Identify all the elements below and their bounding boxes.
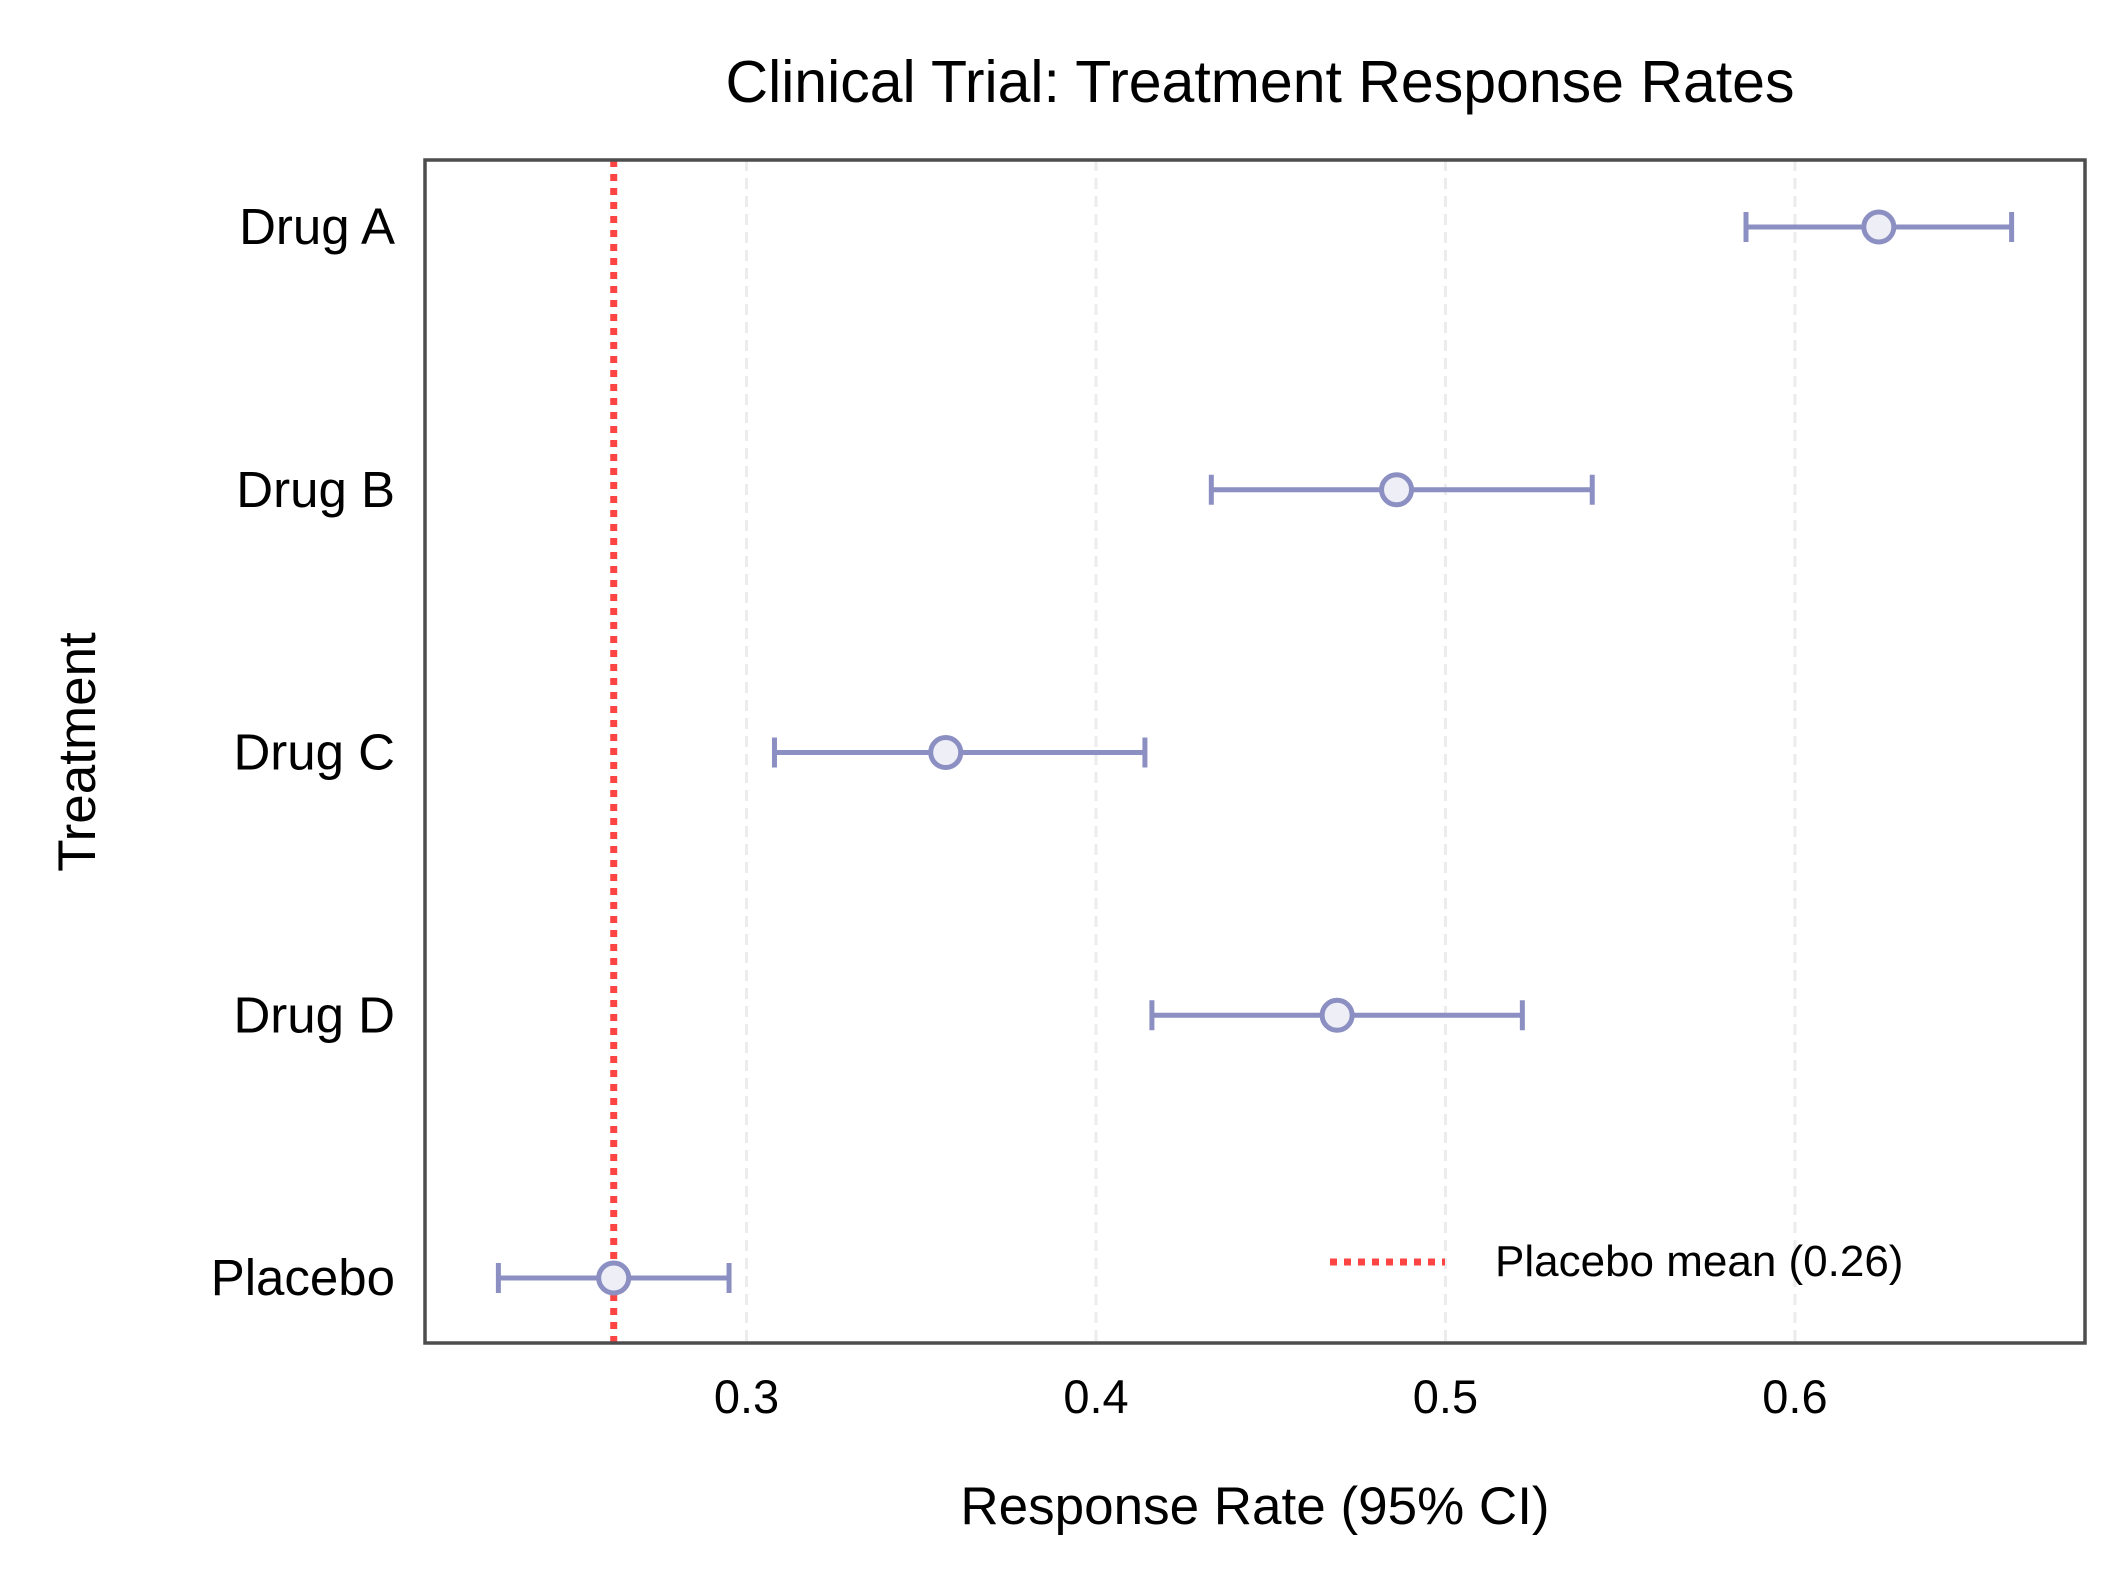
y-tick-label: Drug C — [233, 724, 395, 781]
x-tick-label: 0.3 — [714, 1370, 779, 1423]
point-estimate — [1319, 997, 1355, 1033]
plot-frame — [423, 158, 2087, 1345]
y-tick-label: Placebo — [211, 1249, 395, 1306]
x-axis-label: Response Rate (95% CI) — [960, 1477, 1549, 1536]
x-tick-label: 0.5 — [1413, 1370, 1478, 1423]
x-tick-label: 0.6 — [1762, 1370, 1827, 1423]
point-estimate — [1861, 209, 1897, 245]
point-estimate — [596, 1260, 632, 1296]
point-estimate — [928, 735, 964, 770]
y-tick-label: Drug A — [239, 198, 395, 255]
point-estimate — [1379, 472, 1415, 508]
x-tick-labels: 0.3 0.4 0.5 0.6 — [714, 1370, 1828, 1423]
y-tick-label: Drug D — [233, 986, 395, 1043]
y-tick-label: Drug B — [236, 461, 395, 518]
legend-label: Placebo mean (0.26) — [1495, 1237, 1903, 1286]
x-tick-label: 0.4 — [1063, 1370, 1128, 1423]
chart-title: Clinical Trial: Treatment Response Rates — [725, 49, 1794, 115]
y-axis-label: Treatment — [48, 632, 107, 872]
marks-layer — [495, 209, 2015, 1296]
y-tick-labels: Drug A Drug B Drug C Drug D Placebo — [211, 198, 395, 1306]
legend: Placebo mean (0.26) — [1330, 1237, 1903, 1286]
